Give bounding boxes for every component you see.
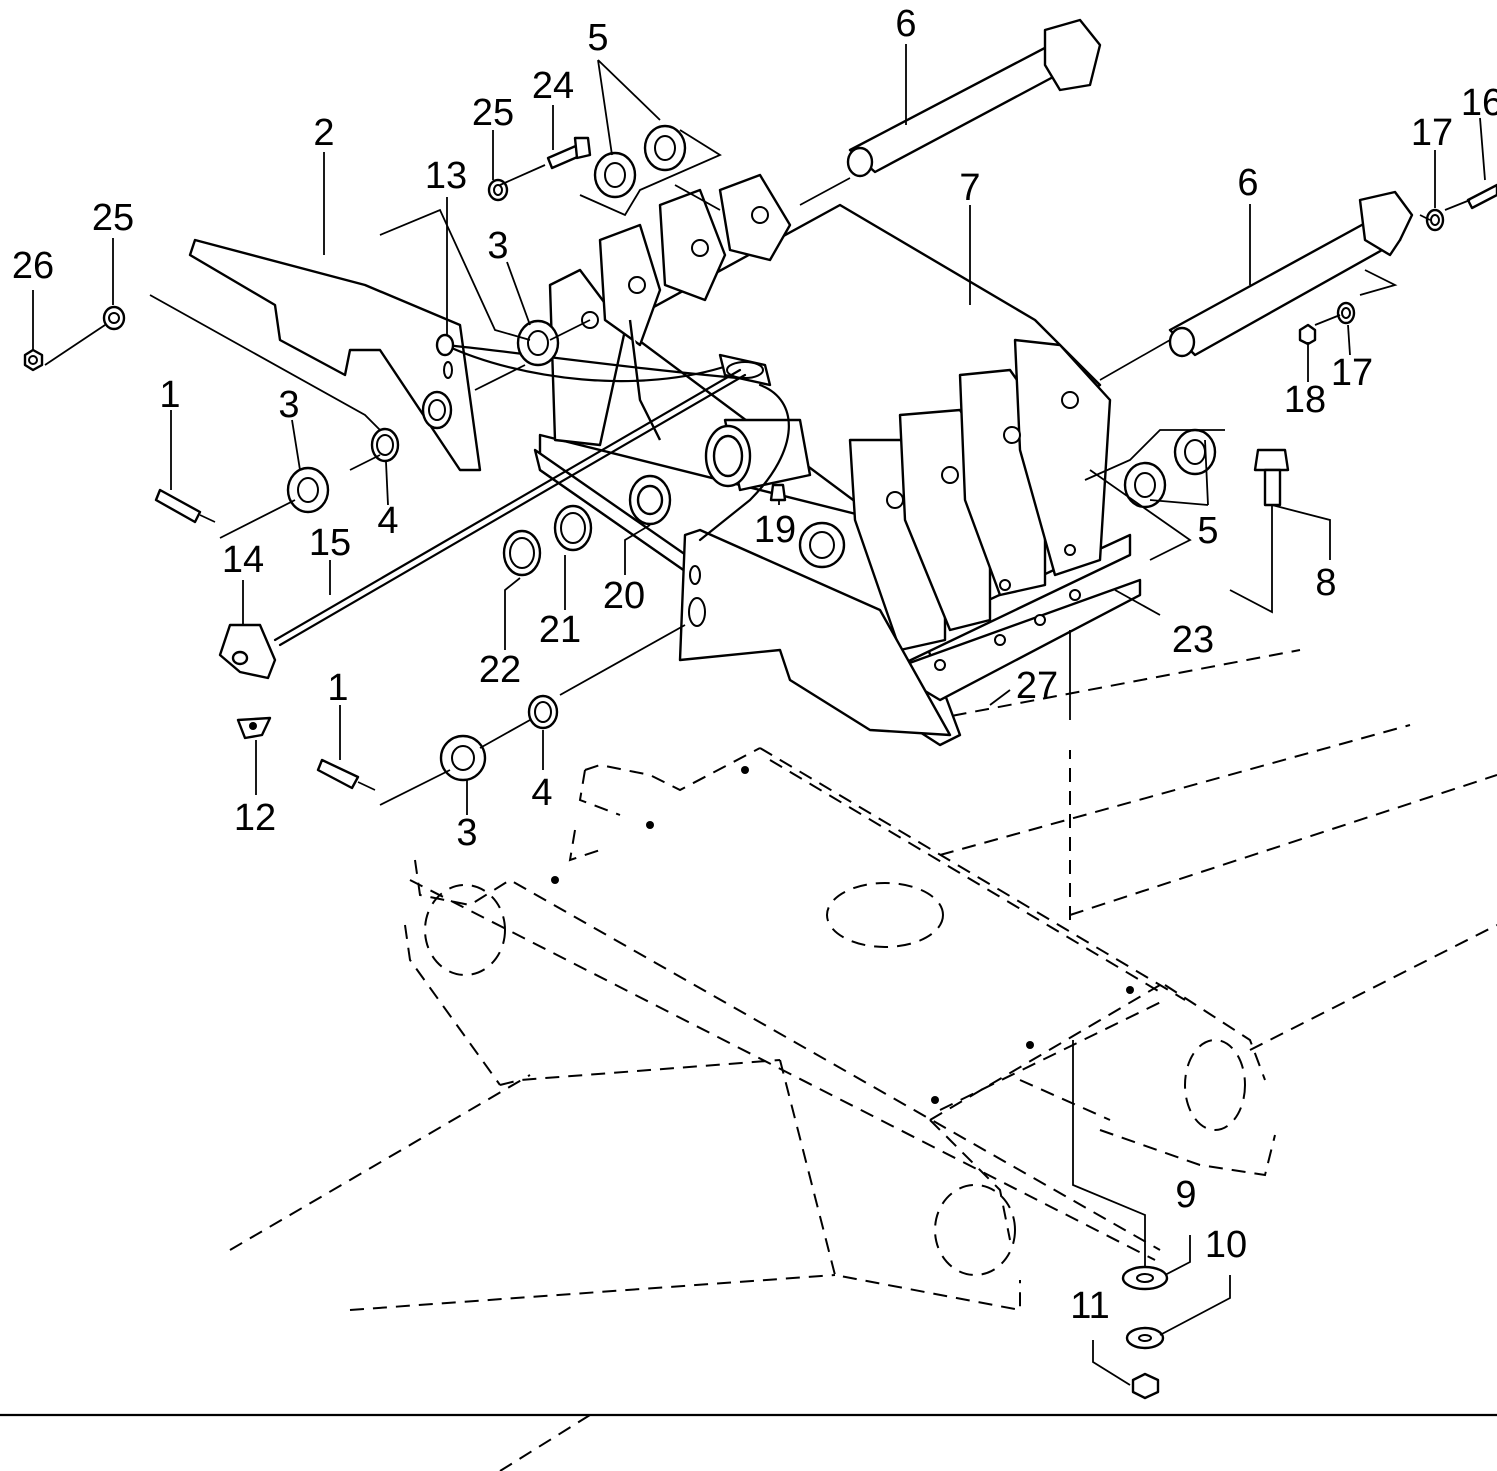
callout-23: 23 bbox=[1172, 619, 1214, 661]
callout-11: 11 bbox=[1070, 1285, 1109, 1327]
bolt-16 bbox=[1466, 183, 1497, 210]
callout-5b: 5 bbox=[1197, 510, 1218, 552]
callout-25b: 25 bbox=[92, 197, 134, 239]
bolt-8 bbox=[1253, 448, 1290, 507]
callout-12: 12 bbox=[234, 797, 276, 839]
washer-4-lower bbox=[527, 694, 559, 730]
bolt-24 bbox=[546, 136, 592, 170]
callout-20: 20 bbox=[603, 575, 645, 617]
washer-9 bbox=[1121, 1265, 1169, 1291]
callout-3c: 3 bbox=[456, 812, 477, 854]
callout-6a: 6 bbox=[895, 3, 916, 45]
washer-25-upper bbox=[487, 178, 509, 202]
nut-11 bbox=[1131, 1372, 1160, 1400]
callout-2: 2 bbox=[313, 112, 334, 154]
phantom-frame bbox=[229, 649, 1497, 1471]
callout-14: 14 bbox=[222, 539, 264, 581]
callout-22: 22 bbox=[479, 649, 521, 691]
callout-17a: 17 bbox=[1411, 112, 1453, 154]
washer-3-lower bbox=[439, 734, 487, 782]
callout-labels: 6 6 5 5 24 25 25 2 13 26 3 3 3 7 16 17 1… bbox=[12, 3, 1497, 1327]
roll-pin-lower bbox=[316, 758, 376, 791]
callout-9: 9 bbox=[1175, 1174, 1196, 1216]
lock-washer-10 bbox=[1125, 1326, 1165, 1350]
washer-5-b bbox=[643, 124, 687, 172]
washer-4-upper bbox=[370, 427, 400, 463]
callout-26: 26 bbox=[12, 245, 54, 287]
ring-21 bbox=[553, 504, 593, 552]
washer-3-upper bbox=[286, 466, 330, 514]
callout-3a: 3 bbox=[487, 225, 508, 267]
handle-14 bbox=[218, 623, 277, 680]
callout-4b: 4 bbox=[531, 772, 552, 814]
callout-10: 10 bbox=[1205, 1224, 1247, 1266]
callout-5a: 5 bbox=[587, 17, 608, 59]
pivot-pin-right bbox=[1168, 190, 1414, 358]
bushing-20 bbox=[628, 418, 812, 526]
washer-5-d bbox=[1173, 428, 1217, 476]
washer-3-top bbox=[516, 319, 560, 367]
callout-25a: 25 bbox=[472, 92, 514, 134]
washer-25-left bbox=[102, 305, 126, 331]
callout-18: 18 bbox=[1284, 379, 1326, 421]
washer-17-lower bbox=[1336, 301, 1356, 325]
callout-1a: 1 bbox=[159, 374, 180, 416]
washer-17-upper bbox=[1425, 208, 1445, 232]
callout-3b: 3 bbox=[278, 384, 299, 426]
callout-24: 24 bbox=[532, 65, 574, 107]
callout-21: 21 bbox=[539, 609, 581, 651]
ring-22 bbox=[502, 529, 542, 577]
callout-1b: 1 bbox=[327, 667, 348, 709]
callout-13: 13 bbox=[425, 155, 467, 197]
callout-8: 8 bbox=[1315, 562, 1336, 604]
latch-arm-2 bbox=[188, 238, 482, 472]
callout-7: 7 bbox=[959, 167, 980, 209]
callout-6b: 6 bbox=[1237, 162, 1258, 204]
washer-5-c bbox=[1123, 461, 1167, 509]
clip-12 bbox=[236, 716, 272, 740]
roll-pin-upper bbox=[154, 488, 216, 524]
callout-17b: 17 bbox=[1331, 352, 1373, 394]
pivot-pin-upper bbox=[846, 18, 1102, 178]
callout-27: 27 bbox=[1016, 665, 1058, 707]
nut-18 bbox=[1298, 323, 1317, 346]
leader-lines bbox=[32, 44, 1486, 1386]
callout-4a: 4 bbox=[377, 500, 398, 542]
callout-16: 16 bbox=[1461, 82, 1497, 124]
callout-19: 19 bbox=[754, 509, 796, 551]
fitting-19 bbox=[769, 483, 787, 502]
callout-15: 15 bbox=[309, 522, 351, 564]
bushing-front bbox=[798, 521, 846, 569]
housing-assembly bbox=[533, 173, 1142, 747]
nut-26 bbox=[23, 348, 44, 372]
cable-15 bbox=[273, 333, 790, 647]
washer-5-a bbox=[593, 151, 637, 199]
